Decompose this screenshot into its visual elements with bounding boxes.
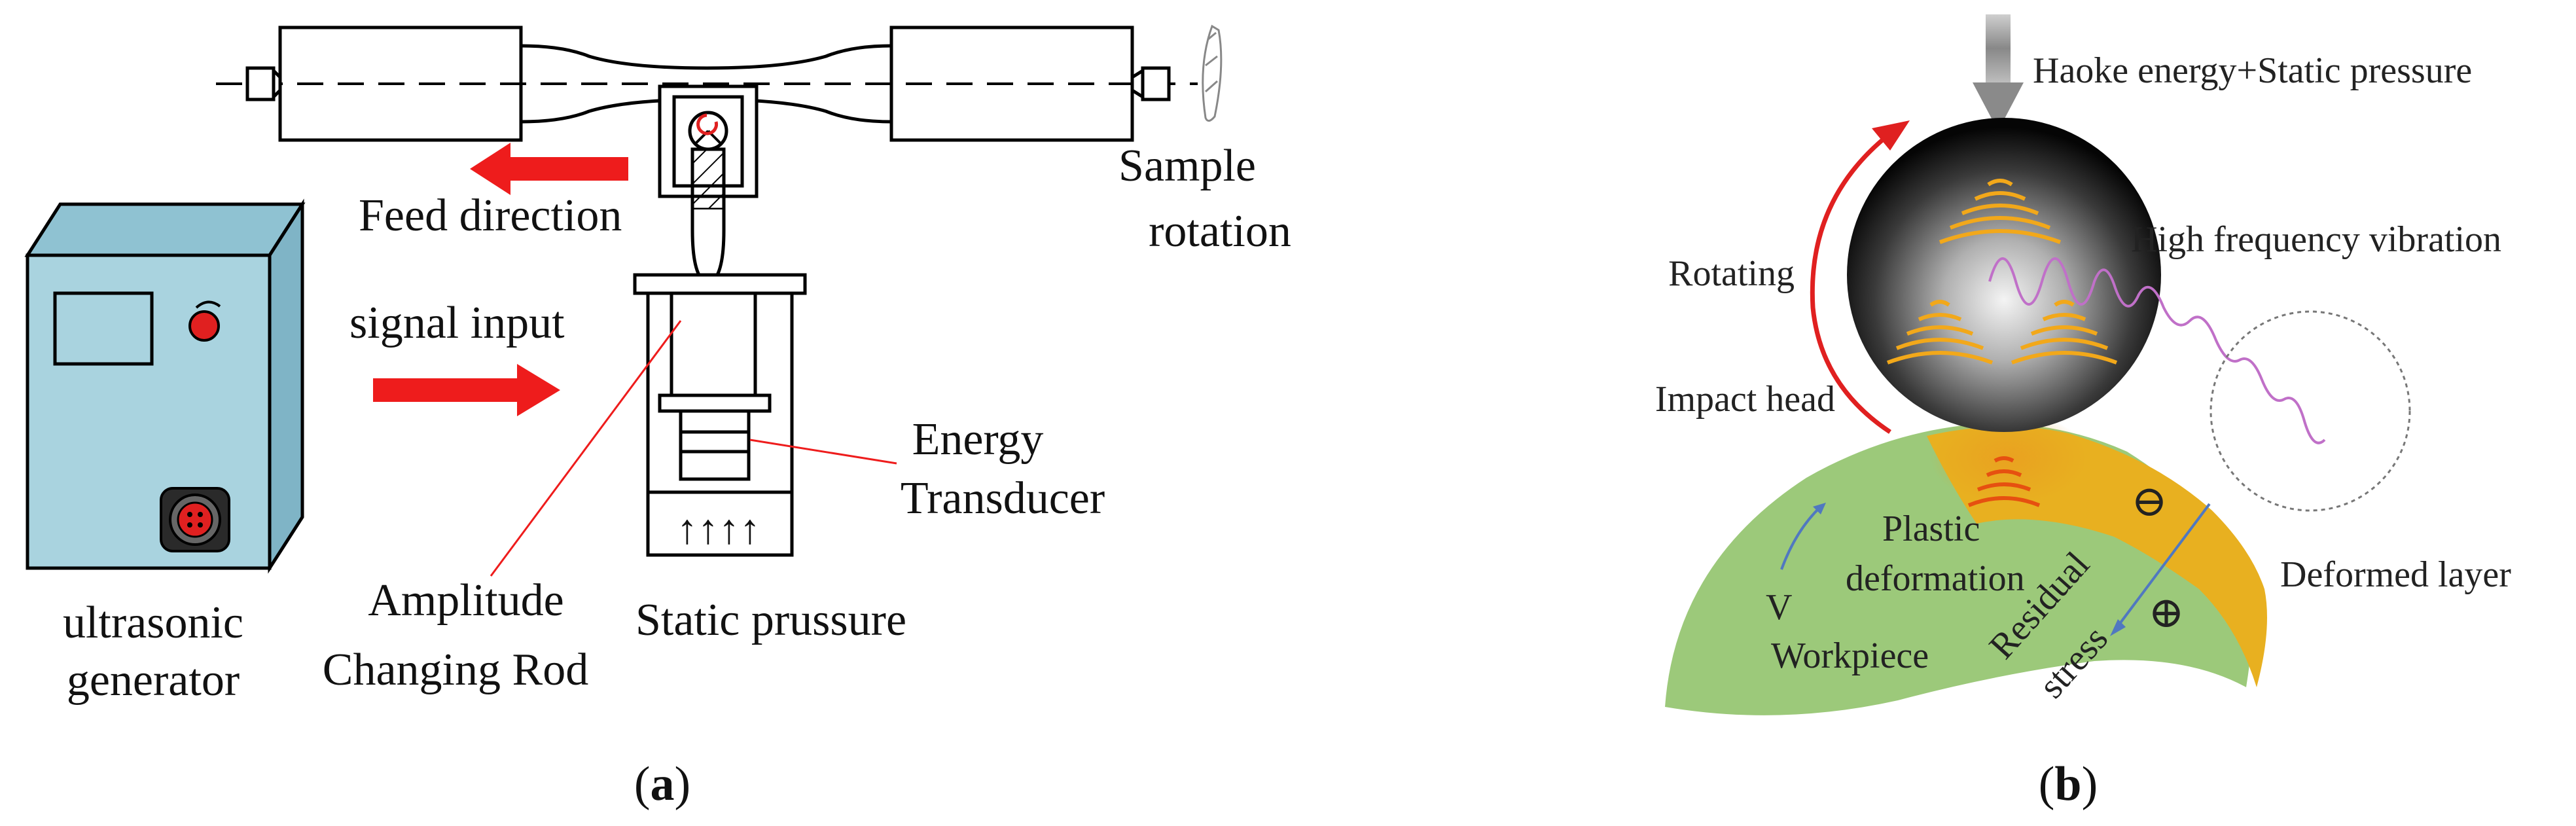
- leader-energy-transducer: [749, 439, 897, 465]
- label-generator-line1: ultrasonic: [63, 598, 243, 648]
- feed-direction-arrow: [470, 143, 628, 195]
- panel-a: ↑↑↑↑ Sample rotation Fe: [24, 24, 1291, 811]
- wave-arcs-top: [1939, 179, 2062, 244]
- plus-sign: ⊕: [2148, 589, 2184, 637]
- label-sample-rotation-line1: Sample: [1118, 141, 1256, 191]
- velocity-arrow: [1780, 505, 1822, 570]
- right-center-icon: [1130, 66, 1171, 101]
- panel-b-caption: (b): [2039, 757, 2098, 811]
- panel-b: ⊖ ⊕ Haoke energy+Static pressure Rotatin…: [1655, 14, 2511, 811]
- label-deformed-layer: Deformed layer: [2280, 554, 2511, 595]
- residual-stress-arrowhead: [2110, 619, 2126, 636]
- generator-knob-icon: [188, 300, 221, 342]
- label-velocity: V: [1766, 587, 1792, 628]
- residual-stress-arrow: [2114, 503, 2211, 631]
- transducer-housing: [633, 273, 807, 557]
- label-sample-rotation-line2: rotation: [1149, 206, 1291, 257]
- label-energy-transducer-line2: Transducer: [901, 473, 1105, 524]
- label-force: Haoke energy+Static pressure: [2033, 50, 2472, 91]
- vibration-wave: [1988, 257, 2326, 444]
- label-signal-input: signal input: [349, 298, 565, 348]
- label-vibration: High frequency vibration: [2131, 219, 2501, 260]
- tool-holder: [658, 84, 759, 277]
- static-pressure-arrows: ↑↑↑↑: [677, 506, 760, 552]
- leader-amplitude-rod: [490, 320, 682, 577]
- sample-rotation-icon: [1202, 24, 1223, 122]
- rotation-arrow-icon: [696, 113, 719, 135]
- force-arrow: [1973, 14, 2024, 131]
- label-amplitude-rod-line2: Changing Rod: [323, 645, 588, 695]
- label-energy-transducer-line1: Energy: [912, 414, 1044, 465]
- signal-input-arrow: [373, 364, 560, 416]
- vibration-zoom-circle: [2209, 310, 2411, 512]
- wave-arcs-contact: [1967, 456, 2041, 507]
- wave-arcs-right: [2011, 300, 2118, 365]
- panel-a-caption: (a): [634, 757, 690, 811]
- label-static-pressure: Static prussure: [635, 595, 906, 645]
- label-impact-head: Impact head: [1655, 379, 1835, 420]
- label-plastic-line1: Plastic: [1882, 509, 1980, 549]
- label-workpiece: Workpiece: [1771, 636, 1929, 676]
- rotating-arrow: [1810, 120, 1910, 434]
- label-generator-line2: generator: [67, 655, 240, 706]
- minus-sign: ⊖: [2131, 478, 2167, 526]
- generator-connector-icon: [160, 487, 230, 552]
- impact-head-ball: [1847, 118, 2161, 432]
- label-plastic-line2: deformation: [1846, 558, 2025, 599]
- left-center-icon: [245, 66, 282, 101]
- label-amplitude-rod-line1: Amplitude: [368, 575, 564, 626]
- velocity-arrowhead: [1813, 503, 1826, 514]
- label-rotating: Rotating: [1668, 253, 1795, 294]
- ultrasonic-generator: [24, 198, 306, 574]
- label-feed-direction: Feed direction: [359, 190, 622, 241]
- wave-arcs-left: [1886, 300, 1994, 365]
